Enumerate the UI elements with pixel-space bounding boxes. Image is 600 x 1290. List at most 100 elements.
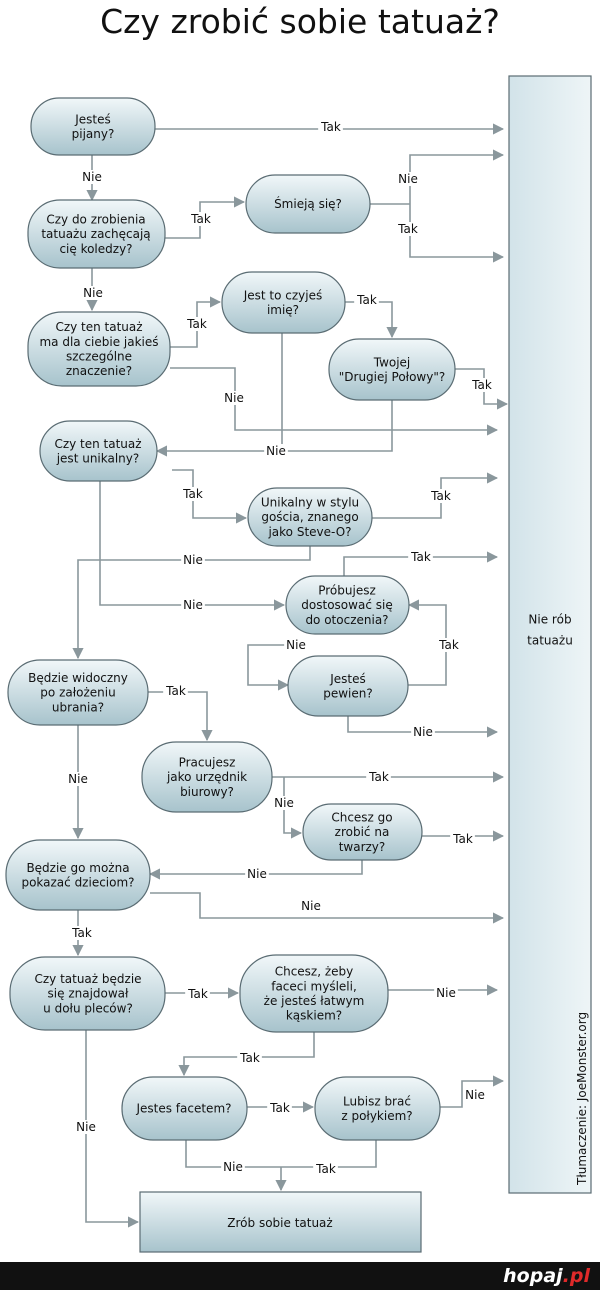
label-background bbox=[450, 832, 475, 846]
label-znaczenie-nie: Nie bbox=[224, 391, 244, 405]
edge-smieja-nie bbox=[409, 149, 505, 204]
label-faceci-nie: Nie bbox=[436, 986, 456, 1000]
label-background bbox=[428, 489, 453, 503]
page-title: Czy zrobić sobie tatuaż? bbox=[100, 2, 500, 41]
flowchart-edge-labels: Tak Nie Tak Nie Tak Nie Tak Tak Tak Nie … bbox=[66, 120, 494, 1176]
label-steveo-nie: Nie bbox=[183, 553, 203, 567]
label-background bbox=[395, 222, 420, 236]
label-pijany-nie: Nie bbox=[82, 170, 102, 184]
label-otoczenie-nie: Nie bbox=[286, 638, 306, 652]
label-polowa-tak: Tak bbox=[471, 378, 492, 392]
label-background bbox=[267, 1101, 292, 1115]
label-background bbox=[264, 444, 288, 458]
label-background bbox=[66, 772, 90, 786]
label-urzednik-nie: Nie bbox=[274, 796, 294, 810]
label-twarz-tak: Tak bbox=[452, 832, 473, 846]
credit-text: Tłumaczenie: JoeMonster.org bbox=[575, 1012, 589, 1186]
edge-imie-tak bbox=[345, 301, 398, 339]
label-otoczenie-tak: Tak bbox=[410, 550, 431, 564]
label-background bbox=[184, 317, 209, 331]
label-twarz-nie: Nie bbox=[247, 867, 267, 881]
label-polyk-nie: Nie bbox=[465, 1088, 485, 1102]
edge-polyk-tak bbox=[281, 1140, 377, 1168]
node-zrob: Zrób sobie tatuaż bbox=[139, 1191, 422, 1253]
label-background bbox=[313, 1162, 338, 1176]
label-background bbox=[284, 638, 308, 652]
label-background bbox=[163, 684, 188, 698]
edge-polyk-nie bbox=[440, 1075, 505, 1108]
edge-otoczenie-tak bbox=[343, 551, 499, 576]
label-unikalny-nie: Nie bbox=[183, 598, 203, 612]
node-smieja-text: Śmieją się? bbox=[274, 196, 342, 211]
label-background bbox=[245, 867, 269, 881]
label-imie-nie: Nie bbox=[266, 444, 286, 458]
edge-widoczny-tak bbox=[148, 691, 213, 742]
label-plecy-nie: Nie bbox=[76, 1120, 96, 1134]
label-background bbox=[222, 391, 246, 405]
brand-logo[interactable]: hopaj.pl bbox=[503, 1265, 590, 1287]
label-background bbox=[434, 986, 458, 1000]
node-polowa: Twojej"Drugiej Połowy"? bbox=[328, 338, 456, 401]
label-dzieci-tak: Tak bbox=[71, 926, 92, 940]
label-background bbox=[436, 638, 461, 652]
label-widoczny-nie: Nie bbox=[68, 772, 88, 786]
label-pewien-tak: Tak bbox=[438, 638, 459, 652]
label-background bbox=[181, 598, 205, 612]
label-background bbox=[354, 293, 379, 307]
edge-urzednik-nie bbox=[283, 777, 303, 839]
label-faceci-tak: Tak bbox=[239, 1051, 260, 1065]
label-background bbox=[69, 926, 94, 940]
brand-main: hopaj bbox=[503, 1265, 563, 1287]
label-background bbox=[74, 1120, 98, 1134]
label-znaczenie-tak: Tak bbox=[186, 317, 207, 331]
edge-smieja-tak bbox=[409, 204, 505, 263]
edge-otoczenie-nie bbox=[247, 644, 290, 691]
label-background bbox=[272, 796, 296, 810]
edge-twarz-nie bbox=[148, 860, 363, 880]
label-unikalny-tak: Tak bbox=[182, 487, 203, 501]
label-background bbox=[411, 725, 435, 739]
label-background bbox=[181, 553, 205, 567]
label-urzednik-tak: Tak bbox=[368, 770, 389, 784]
label-background bbox=[180, 487, 205, 501]
edge-facet-nie bbox=[185, 1140, 281, 1168]
label-background bbox=[188, 212, 213, 226]
label-background bbox=[463, 1088, 487, 1102]
edge-unikalny-nie bbox=[99, 470, 286, 611]
node-polowa-text: Twojej"Drugiej Połowy"? bbox=[339, 355, 446, 384]
flowchart-edges bbox=[72, 123, 509, 1228]
label-pewien-nie: Nie bbox=[413, 725, 433, 739]
label-background bbox=[221, 1160, 245, 1174]
label-dzieci-nie: Nie bbox=[301, 899, 321, 913]
label-widoczny-tak: Tak bbox=[165, 684, 186, 698]
label-background bbox=[81, 286, 105, 300]
label-plecy-tak: Tak bbox=[187, 987, 208, 1001]
label-background bbox=[80, 170, 104, 184]
footer-bar: hopaj.pl bbox=[0, 1262, 600, 1290]
edge-plecy-nie bbox=[85, 1030, 140, 1228]
label-steveo-tak: Tak bbox=[430, 489, 451, 503]
node-smieja: Śmieją się? bbox=[245, 174, 371, 234]
node-facet-text: Jestes facetem? bbox=[135, 1102, 231, 1116]
